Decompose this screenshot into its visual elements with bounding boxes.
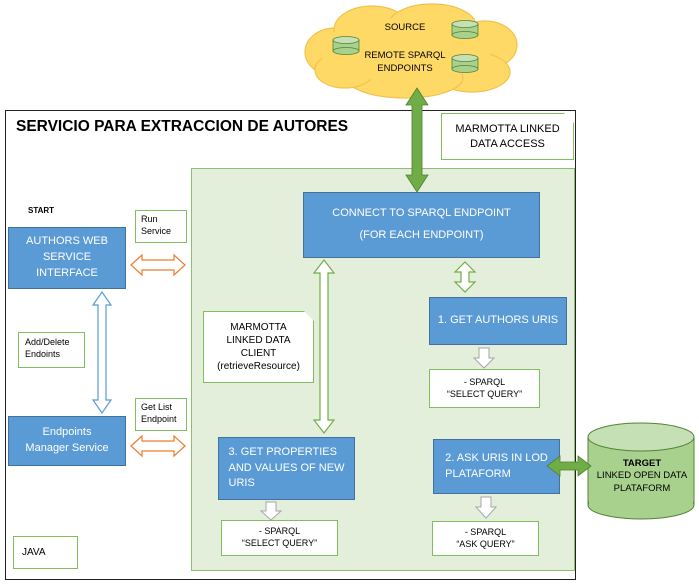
endpoints-manager-line1: Endpoints (42, 426, 92, 439)
target-database: TARGET LINKED OPEN DATA PLATAFORM (590, 458, 694, 495)
marmotta-client-line2: LINKED DATA (226, 335, 291, 346)
blue-double-arrow (91, 290, 113, 415)
start-label: START (28, 206, 55, 215)
get-properties-box: 3. GET PROPERTIES AND VALUES OF NEW URIS (218, 437, 355, 500)
target-cylinder-shape (587, 422, 695, 520)
add-delete-line1: Add/Delete (25, 337, 70, 347)
green-double-arrow (405, 87, 429, 193)
add-delete-line2: Endoints (25, 348, 61, 359)
down-arrow (474, 496, 498, 519)
get-list-endpoint-note: Get List Endpoint (135, 398, 187, 431)
add-delete-endpoints-note: Add/Delete Endoints (18, 332, 85, 368)
java-note: JAVA (13, 536, 78, 569)
orange-double-arrow (130, 434, 186, 458)
note-fold (304, 311, 314, 321)
run-service-line1: Run (141, 214, 158, 224)
down-arrow (259, 501, 283, 521)
ask-query-line1: - SPARQL (464, 526, 507, 537)
authors-ws-line2: SERVICE (42, 251, 92, 264)
database-icon (451, 20, 479, 39)
get-authors-label: 1. GET AUTHORS URIS (437, 314, 559, 327)
ask-uris-line1: 2. ASK URIS IN LOD (445, 451, 548, 464)
source-cloud: SOURCE (340, 22, 470, 35)
run-service-note: Run Service (135, 210, 187, 243)
connect-line1: CONNECT TO SPARQL ENDPOINT (332, 207, 511, 220)
select-query-1-line1: - SPARQL (463, 376, 506, 387)
database-icon (332, 36, 360, 55)
java-label: JAVA (22, 547, 46, 558)
ask-uris-line2: PLATAFORM (445, 467, 511, 480)
get-list-line1: Get List (141, 402, 173, 412)
get-properties-line2: AND VALUES OF NEW (228, 461, 345, 474)
marmotta-client-line1: MARMOTTA (230, 322, 287, 333)
target-line2: PLATAFORM (613, 482, 671, 494)
select-query-3-line2: “SELECT QUERY” (241, 538, 318, 548)
down-arrow (472, 347, 496, 369)
source-line1: REMOTE SPARQL (364, 50, 446, 61)
authors-web-service-box: AUTHORS WEB SERVICE INTERFACE (8, 227, 126, 289)
select-query-note-3: - SPARQL “SELECT QUERY” (221, 520, 338, 556)
get-authors-uris-box: 1. GET AUTHORS URIS (429, 297, 567, 345)
ask-query-line2: “ASK QUERY” (456, 538, 515, 549)
marmotta-client-line3: CLIENT (240, 348, 277, 359)
endpoints-manager-line2: Manager Service (25, 442, 109, 454)
note-fold (564, 113, 574, 123)
source-label: SOURCE (384, 22, 426, 33)
marmotta-access-note: MARMOTTA LINKED DATA ACCESS (441, 113, 574, 160)
authors-ws-line1: AUTHORS WEB (26, 235, 108, 248)
select-query-note-1: - SPARQL “SELECT QUERY” (429, 369, 540, 408)
marmotta-client-note: MARMOTTA LINKED DATA CLIENT (retrieveRes… (203, 311, 314, 383)
marmotta-client-line4: (retrieveResource) (217, 361, 300, 372)
ask-query-note: - SPARQL “ASK QUERY” (432, 521, 539, 556)
select-query-1-line2: “SELECT QUERY” (446, 388, 523, 399)
target-line1: LINKED OPEN DATA (596, 470, 688, 482)
green-outline-double-arrow (312, 259, 336, 434)
select-query-3-line1: - SPARQL (258, 526, 301, 537)
marmotta-access-line1: MARMOTTA LINKED (455, 123, 560, 136)
get-list-line2: Endpoint (141, 413, 177, 424)
ask-uris-box: 2. ASK URIS IN LOD PLATAFORM (433, 439, 560, 494)
target-label: TARGET (622, 458, 662, 469)
endpoints-manager-box: Endpoints Manager Service (8, 416, 126, 466)
diagram-title: SERVICIO PARA EXTRACCION DE AUTORES (16, 118, 349, 135)
run-service-line2: Service (141, 225, 172, 236)
marmotta-access-line2: DATA ACCESS (470, 137, 545, 150)
connect-line2: (FOR EACH ENDPOINT) (359, 229, 484, 241)
green-outline-double-arrow (453, 261, 477, 293)
database-icon (451, 54, 479, 73)
get-properties-line3: URIS (228, 477, 255, 490)
orange-double-arrow (130, 253, 186, 277)
get-properties-line1: 3. GET PROPERTIES (228, 445, 337, 458)
service-frame (5, 110, 576, 580)
source-line2: ENDPOINTS (377, 62, 433, 74)
connect-sparql-box: CONNECT TO SPARQL ENDPOINT (FOR EACH END… (303, 192, 540, 258)
source-cloud-caption: REMOTE SPARQL ENDPOINTS (340, 50, 470, 76)
authors-ws-line3: INTERFACE (36, 266, 98, 279)
green-double-arrow (546, 455, 592, 477)
